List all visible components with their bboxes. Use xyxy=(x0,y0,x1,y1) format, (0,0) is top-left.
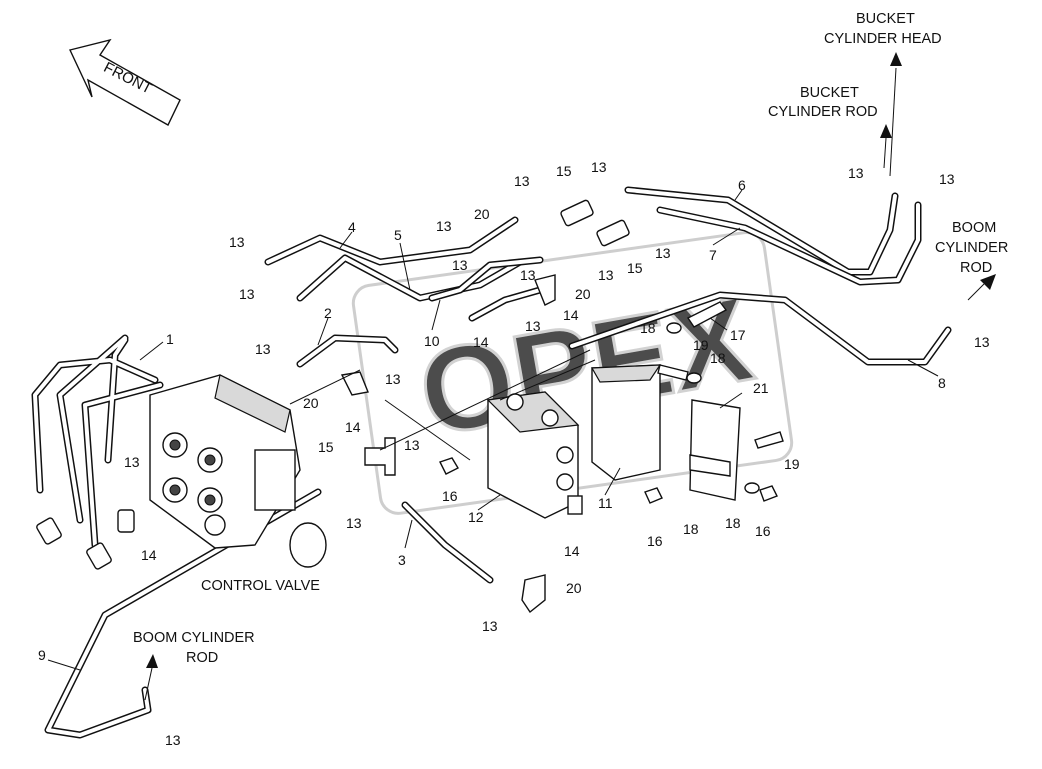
callout: 13 xyxy=(229,234,245,250)
callout: 8 xyxy=(938,375,946,391)
callout: 3 xyxy=(398,552,406,568)
callout: 13 xyxy=(346,515,362,531)
control-valve xyxy=(149,374,327,568)
callout: 4 xyxy=(348,219,356,235)
caption-boom-rod-right: CYLINDER xyxy=(935,240,1008,256)
callout: 20 xyxy=(303,395,319,411)
callout: 16 xyxy=(442,488,458,504)
callout: 19 xyxy=(784,456,800,472)
callout-labels: 1 2 3 4 5 6 7 8 9 10 11 12 13 13 13 13 1… xyxy=(38,159,990,748)
callout: 12 xyxy=(468,509,484,525)
leader-lines xyxy=(47,189,939,671)
callout: 13 xyxy=(591,159,607,175)
callout: 13 xyxy=(239,286,255,302)
caption-bucket-rod: CYLINDER ROD xyxy=(768,104,878,120)
callout: 15 xyxy=(627,260,643,276)
callout: 13 xyxy=(385,371,401,387)
callout: 14 xyxy=(473,334,489,350)
callout: 13 xyxy=(404,437,420,453)
callout: 20 xyxy=(474,206,490,222)
callout: 6 xyxy=(738,177,746,193)
front-arrow: FRONT xyxy=(69,38,181,126)
caption-boom-rod-right: ROD xyxy=(960,260,992,276)
callout: 14 xyxy=(564,543,580,559)
callout: 16 xyxy=(647,533,663,549)
callout: 14 xyxy=(141,547,157,563)
callout: 14 xyxy=(563,307,579,323)
caption-bucket-rod: BUCKET xyxy=(800,85,859,101)
callout: 13 xyxy=(848,165,864,181)
direction-arrows xyxy=(144,52,996,701)
callout: 14 xyxy=(345,419,361,435)
callout: 13 xyxy=(598,267,614,283)
callout: 18 xyxy=(683,521,699,537)
bracket xyxy=(590,364,662,481)
callout: 13 xyxy=(124,454,140,470)
caption-boom-rod-right: BOOM xyxy=(952,220,996,236)
callout: 1 xyxy=(166,331,174,347)
callout: 18 xyxy=(710,350,726,366)
callout: 18 xyxy=(725,515,741,531)
caption-control-valve: CONTROL VALVE xyxy=(201,578,320,594)
callout: 16 xyxy=(755,523,771,539)
fasteners xyxy=(439,301,784,504)
callout: 13 xyxy=(655,245,671,261)
callout: 13 xyxy=(525,318,541,334)
callout: 20 xyxy=(575,286,591,302)
callout: 7 xyxy=(709,247,717,263)
callout: 13 xyxy=(520,267,536,283)
callout: 2 xyxy=(324,305,332,321)
callout: 19 xyxy=(693,337,709,353)
callout: 13 xyxy=(482,618,498,634)
callout: 13 xyxy=(436,218,452,234)
caption-boom-rod-left: BOOM CYLINDER xyxy=(133,630,255,646)
manifold-block xyxy=(486,391,583,519)
fittings xyxy=(36,199,630,614)
hoses xyxy=(31,186,952,739)
callout: 13 xyxy=(974,334,990,350)
callout: 17 xyxy=(730,327,746,343)
callout: 5 xyxy=(394,227,402,243)
callout: 13 xyxy=(939,171,955,187)
caption-bucket-head: BUCKET xyxy=(856,11,915,27)
callout: 13 xyxy=(452,257,468,273)
callout: 13 xyxy=(255,341,271,357)
callout: 13 xyxy=(165,732,181,748)
callout: 18 xyxy=(640,320,656,336)
callout: 21 xyxy=(753,380,769,396)
callout: 11 xyxy=(598,495,613,511)
callout: 9 xyxy=(38,647,46,663)
callout: 20 xyxy=(566,580,582,596)
callout: 10 xyxy=(424,333,440,349)
callout: 15 xyxy=(318,439,334,455)
caption-bucket-head: CYLINDER HEAD xyxy=(824,31,942,47)
callout: 13 xyxy=(514,173,530,189)
captions: BUCKET CYLINDER HEAD BUCKET CYLINDER ROD… xyxy=(133,11,1008,666)
callout: 15 xyxy=(556,163,572,179)
caption-boom-rod-left: ROD xyxy=(186,650,218,666)
mounting-plate xyxy=(689,399,741,501)
